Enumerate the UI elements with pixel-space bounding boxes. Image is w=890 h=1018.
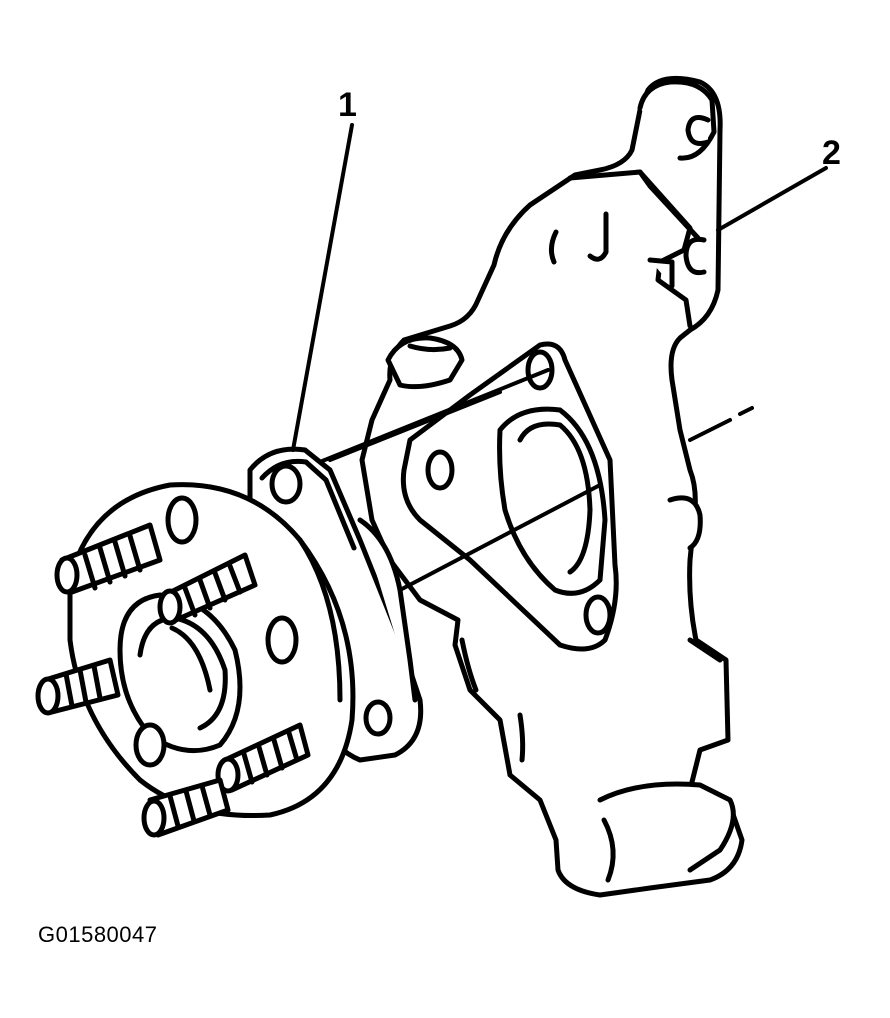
leader-line-2 xyxy=(716,166,828,232)
knuckle-bolt-hole-1 xyxy=(525,349,555,391)
upper-bolt-hole-top xyxy=(685,115,711,146)
wheel-studs xyxy=(35,522,311,838)
hub-hole-3 xyxy=(133,722,167,768)
knuckle-mark-j xyxy=(587,211,609,262)
knuckle-rear-boss xyxy=(385,335,465,390)
knuckle-bolt-hole-2 xyxy=(425,449,455,491)
leader-line-1 xyxy=(291,123,354,452)
wheel-stud-3 xyxy=(35,657,121,716)
upper-bolt-hole-lower xyxy=(683,236,707,276)
wheel-stud-1 xyxy=(54,522,163,595)
wheel-stud-2 xyxy=(157,552,258,626)
hub-hole-1 xyxy=(165,495,199,545)
knuckle-bolt-hole-3 xyxy=(583,594,613,636)
steering-knuckle xyxy=(359,75,754,898)
figure-id-label: G01580047 xyxy=(38,922,158,947)
callout-label-2: 2 xyxy=(822,134,841,172)
hub-hole-2 xyxy=(265,615,299,665)
wheel-stud-5 xyxy=(141,777,231,838)
flange-bolt-hole-2 xyxy=(363,699,393,737)
flange-bolt-hole-1 xyxy=(269,463,303,505)
callout-label-1: 1 xyxy=(338,86,357,124)
alignment-lines xyxy=(298,368,602,592)
